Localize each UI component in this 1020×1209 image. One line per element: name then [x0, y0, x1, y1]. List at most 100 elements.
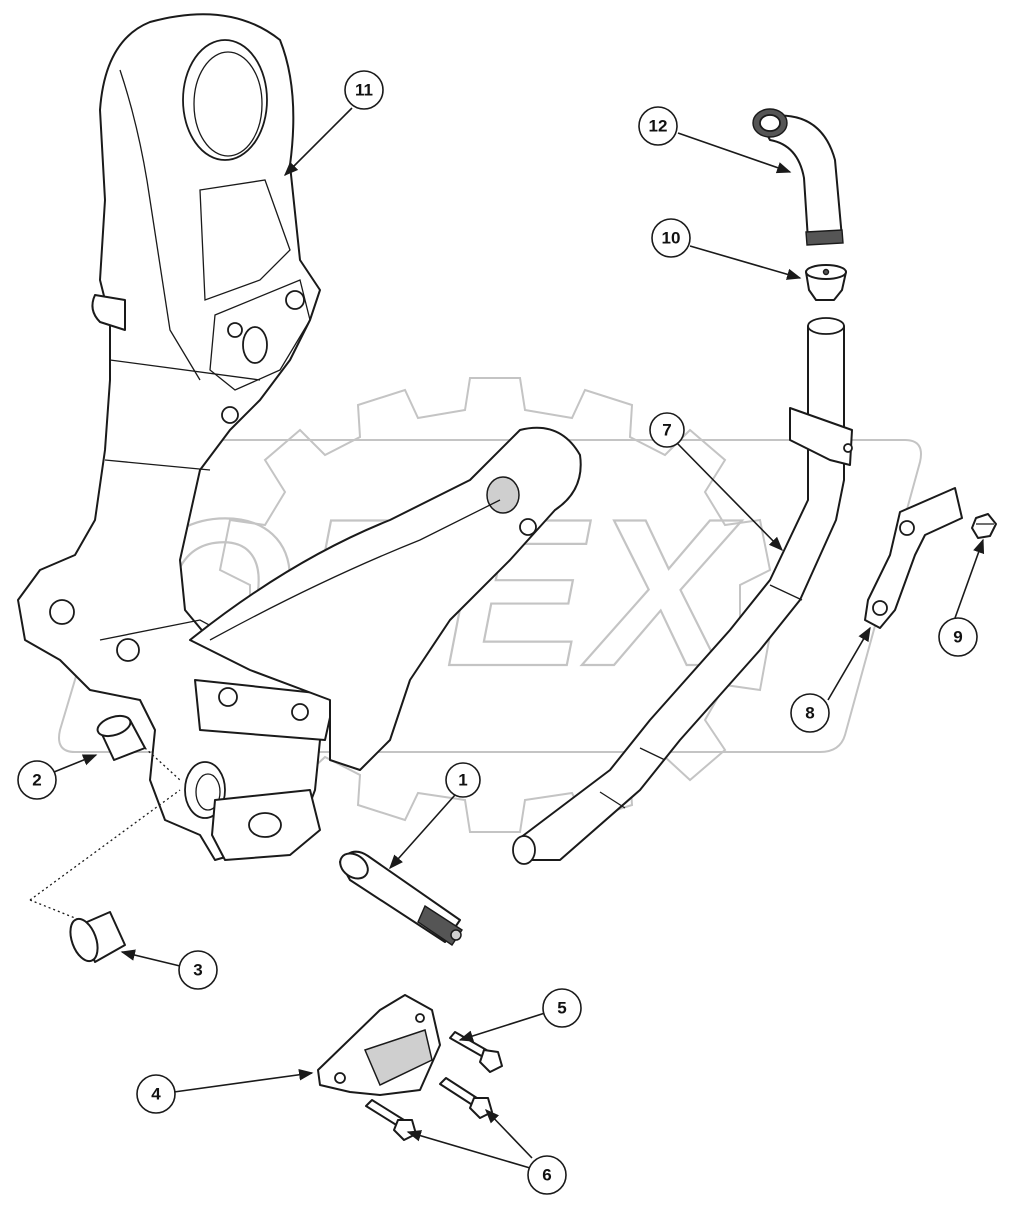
bolt-9-head	[971, 513, 997, 539]
tube-vertical	[519, 325, 845, 861]
leader-10	[689, 245, 802, 280]
tube-seam-1	[769, 584, 803, 601]
callout-1: 1	[445, 762, 481, 798]
tube-end-opening	[512, 835, 536, 865]
leader-4	[173, 1069, 314, 1093]
leader-lines	[53, 107, 985, 1169]
leader-9	[954, 538, 985, 619]
leader-7	[675, 441, 784, 552]
bolt-5-head	[479, 1049, 503, 1073]
callout-5: 5	[542, 988, 582, 1028]
leader-12	[677, 132, 792, 174]
leader-5	[458, 1012, 546, 1042]
tube-top-opening	[807, 317, 845, 335]
tube-bracket	[789, 407, 853, 466]
leader-8	[827, 626, 871, 701]
bushing-2-rim	[96, 714, 132, 738]
arm-lower-hole	[116, 638, 140, 662]
arm-contour-3	[104, 459, 211, 471]
svg-text:9: 9	[953, 628, 962, 647]
bracket-hole-top	[899, 520, 915, 536]
callout-8: 8	[790, 693, 830, 733]
pin-part-1	[339, 850, 463, 946]
callout-3: 3	[178, 950, 218, 990]
callout-12: 12	[638, 106, 678, 146]
bolt-part-6b	[365, 1099, 417, 1141]
link-arm-hole	[519, 518, 537, 536]
tube-bracket-hole	[843, 443, 853, 453]
arm-side-tab	[91, 294, 126, 331]
leader-6b	[485, 1108, 533, 1159]
bracket-part-8	[864, 487, 963, 629]
svg-text:4: 4	[151, 1085, 161, 1104]
link-arm-outline	[189, 426, 582, 771]
arm-plate-hole-b	[291, 703, 309, 721]
tube-seam-2	[639, 747, 666, 761]
arm-left-hole	[49, 599, 75, 625]
callout-10: 10	[651, 218, 691, 258]
elbow-top-opening	[759, 114, 781, 132]
svg-text:8: 8	[805, 704, 814, 723]
arm-lug-slot	[242, 326, 268, 364]
bracket-outline	[864, 487, 963, 629]
cap-part-4	[317, 994, 441, 1096]
svg-text:3: 3	[193, 961, 202, 980]
bolt-part-9	[971, 513, 997, 539]
leader-3	[120, 949, 181, 967]
elbow-thread	[805, 229, 844, 246]
arm-contour-1	[119, 69, 201, 381]
leader-11	[283, 107, 353, 177]
cap-hole-a	[334, 1072, 346, 1084]
cap-hole-b	[415, 1013, 425, 1023]
watermark-gear	[218, 377, 772, 833]
bushing-3-dotted-2	[29, 899, 81, 921]
bolt-part-6a	[439, 1077, 493, 1119]
bushing-3-dotted-1	[29, 789, 181, 901]
plug-center	[822, 268, 830, 276]
tube-seam-3	[599, 791, 626, 809]
link-arm-edge	[209, 499, 501, 641]
callout-4: 4	[136, 1074, 176, 1114]
tube-part-7	[512, 317, 853, 865]
elbow-tube-part-12	[752, 108, 844, 246]
callout-7: 7	[649, 412, 685, 448]
plug-part-10	[805, 264, 847, 301]
pin-tip	[450, 929, 462, 941]
bolt-6b-head	[393, 1119, 417, 1141]
arm-hole-b	[227, 322, 243, 338]
callout-11: 11	[344, 70, 384, 110]
leader-2	[53, 754, 98, 773]
arm-pivot-bore-inner	[195, 773, 221, 811]
svg-text:11: 11	[355, 81, 373, 100]
svg-text:5: 5	[557, 999, 566, 1018]
svg-text:10: 10	[662, 229, 681, 248]
leader-6a	[406, 1130, 531, 1169]
svg-text:1: 1	[458, 771, 467, 790]
arm-lug-plate	[209, 279, 311, 391]
bushing-part-2	[96, 714, 181, 781]
callout-9: 9	[938, 617, 978, 657]
arm-top-bore	[182, 39, 268, 161]
leader-1	[389, 794, 456, 870]
arm-hole-a	[285, 290, 305, 310]
cap-face	[363, 1029, 433, 1087]
arm-plate-hole-a	[218, 687, 238, 707]
arm-hole-c	[221, 406, 239, 424]
arm-foot-hole	[248, 812, 282, 838]
arm-window	[199, 179, 291, 301]
link-arm-pin	[486, 476, 520, 514]
callout-2: 2	[17, 760, 57, 800]
bolt-6a-head	[469, 1097, 493, 1119]
main-arm-part-11	[17, 13, 336, 861]
bushing-part-3	[29, 789, 181, 963]
svg-text:6: 6	[542, 1166, 551, 1185]
arm-contour-2	[109, 359, 261, 381]
svg-text:12: 12	[649, 117, 668, 136]
svg-text:2: 2	[32, 771, 41, 790]
elbow-body	[757, 114, 843, 241]
bracket-hole-bottom	[872, 600, 888, 616]
svg-text:7: 7	[662, 421, 671, 440]
arm-top-bore-inner	[193, 51, 263, 157]
link-arm	[189, 426, 582, 771]
